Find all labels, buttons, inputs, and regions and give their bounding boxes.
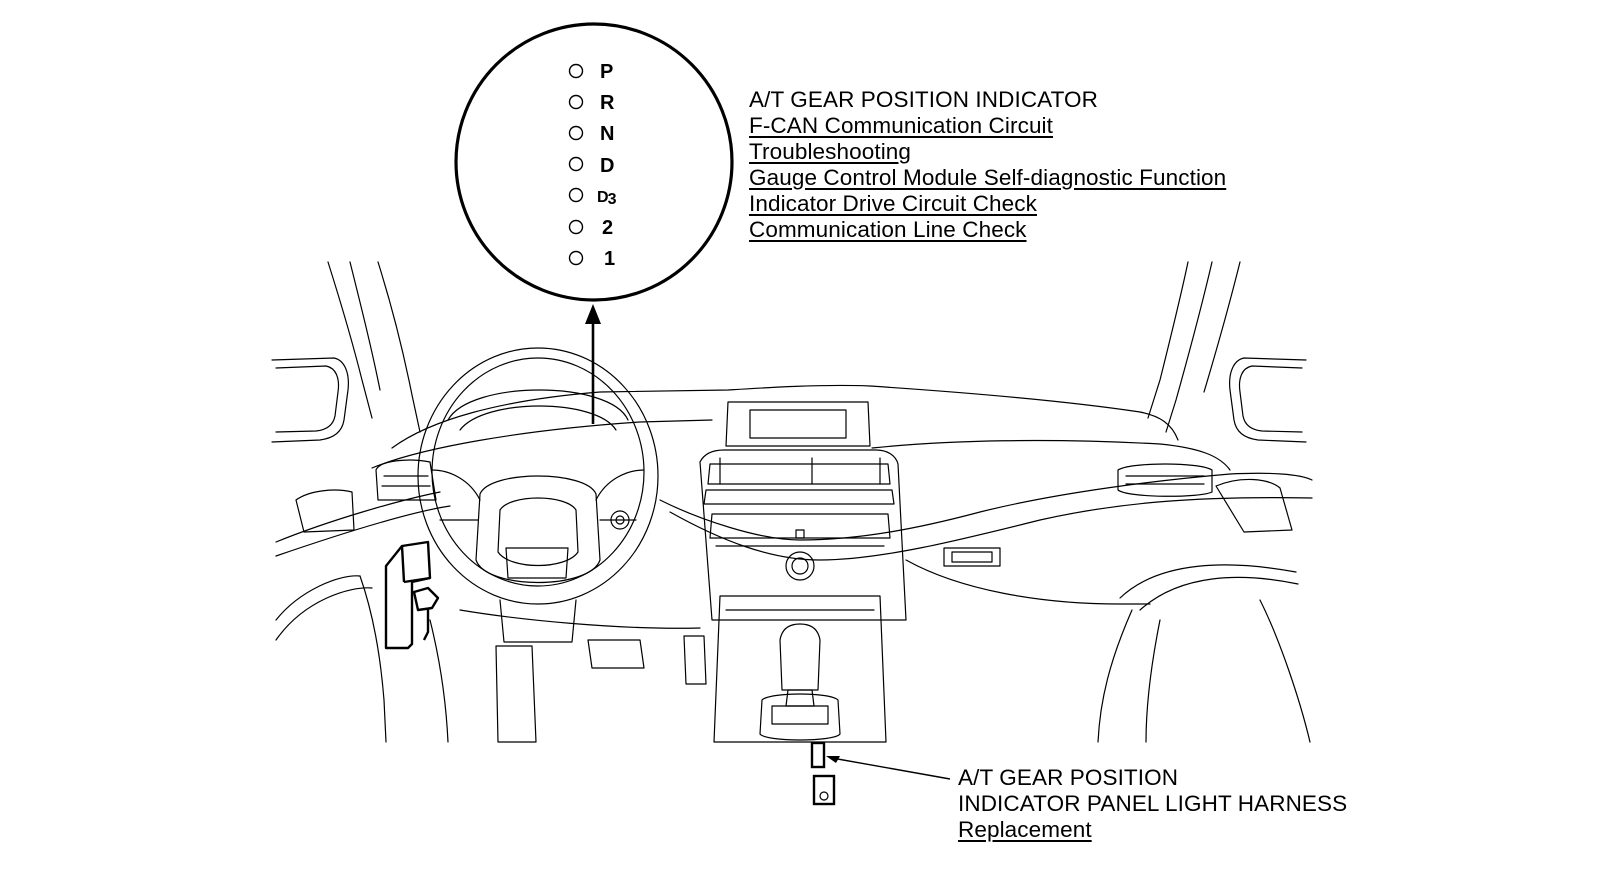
indicator-lamp-icon xyxy=(568,250,584,266)
indicator-lamp-icon xyxy=(568,156,584,172)
gear-label-p: P xyxy=(600,61,613,83)
harness-title-line-2: INDICATOR PANEL LIGHT HARNESS xyxy=(958,791,1348,816)
indicator-lamp-icon xyxy=(568,94,584,110)
under-dash-fuse-box xyxy=(384,540,440,650)
indicator-lamp-icon xyxy=(568,219,584,235)
gear-label-d3: D3 xyxy=(597,189,617,208)
indicator-pointer-arrow xyxy=(585,304,601,424)
indicator-lamp-icon xyxy=(568,187,584,203)
link-gauge-control-module-self-diagnostic[interactable]: Gauge Control Module Self-diagnostic Fun… xyxy=(749,165,1227,190)
gear-label-2: 2 xyxy=(602,217,613,239)
link-troubleshooting[interactable]: Troubleshooting xyxy=(749,139,912,164)
gear-row-d: D xyxy=(568,155,614,177)
gear-row-1: 1 xyxy=(568,248,615,270)
gear-indicator-panel: P R N D D3 2 1 xyxy=(568,61,618,270)
harness-callout: A/T GEAR POSITION INDICATOR PANEL LIGHT … xyxy=(958,765,1347,843)
gear-label-d: D xyxy=(600,155,614,177)
gear-label-d3-main: D xyxy=(597,189,608,206)
link-indicator-drive-circuit-check[interactable]: Indicator Drive Circuit Check xyxy=(749,191,1037,216)
indicator-title: A/T GEAR POSITION INDICATOR xyxy=(749,87,1098,112)
link-replacement[interactable]: Replacement xyxy=(958,817,1092,842)
link-f-can-communication-circuit[interactable]: F-CAN Communication Circuit xyxy=(749,113,1054,138)
gear-row-r: R xyxy=(568,92,615,114)
gear-label-1: 1 xyxy=(604,248,615,270)
gear-row-p: P xyxy=(568,61,613,83)
link-communication-line-check[interactable]: Communication Line Check xyxy=(749,217,1027,242)
harness-title-line-1: A/T GEAR POSITION xyxy=(958,765,1179,790)
gear-label-n: N xyxy=(600,123,614,145)
gear-label-d3-subscript: 3 xyxy=(608,191,617,208)
gear-indicator-zoom-circle xyxy=(454,22,734,302)
indicator-lamp-icon xyxy=(568,125,584,141)
dashboard-illustration xyxy=(271,261,1313,743)
harness-leader-line xyxy=(826,756,951,780)
indicator-lamp-icon xyxy=(568,63,584,79)
gear-row-n: N xyxy=(568,123,614,145)
panel-light-harness-connector xyxy=(810,741,836,806)
gear-row-2: 2 xyxy=(568,217,613,239)
gear-row-d3: D3 xyxy=(568,187,618,208)
indicator-callout: A/T GEAR POSITION INDICATOR F-CAN Commun… xyxy=(749,87,1226,243)
gear-label-r: R xyxy=(600,92,615,114)
